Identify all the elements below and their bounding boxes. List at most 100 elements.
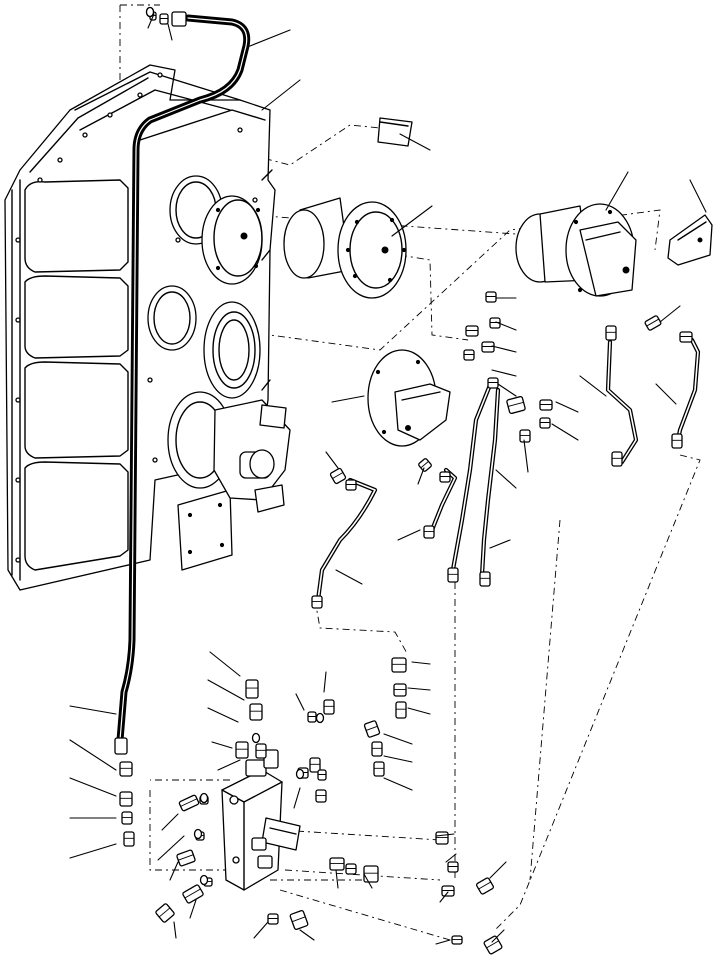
- fitting-28: [235, 741, 249, 759]
- callout-leader-14: [555, 401, 579, 413]
- callout-leader-36: [407, 707, 431, 715]
- callout-leader-18: [659, 305, 681, 323]
- callout-leader-28: [207, 679, 245, 701]
- fitting-9: [506, 395, 526, 415]
- callout-leader-43: [69, 777, 117, 797]
- fitting-23: [479, 571, 491, 587]
- o-ring-4: [295, 768, 305, 780]
- fitting-44: [121, 811, 133, 825]
- fitting-17: [345, 479, 357, 491]
- fitting-10: [519, 429, 531, 443]
- callout-leader-56: [489, 861, 507, 879]
- mid-flange-cover: [367, 349, 451, 447]
- fitting-12: [539, 417, 551, 429]
- fitting-55: [441, 885, 455, 897]
- fitting-11: [539, 399, 553, 411]
- callout-leader-20: [331, 395, 365, 403]
- callout-leader-5: [399, 133, 431, 151]
- fittings: [119, 6, 693, 955]
- fitting-46: [178, 794, 200, 812]
- fitting-39: [317, 769, 327, 781]
- fitting-51: [182, 884, 204, 904]
- fitting-63: [483, 935, 503, 955]
- fitting-13: [605, 325, 617, 341]
- fitting-52: [155, 903, 175, 923]
- fitting-29: [255, 743, 267, 759]
- fitting-34: [395, 701, 407, 719]
- o-ring-6: [193, 828, 203, 840]
- callout-leader-40: [293, 787, 301, 809]
- fitting-18: [418, 458, 432, 472]
- callout-leader-29: [207, 707, 239, 723]
- fitting-36: [371, 741, 383, 757]
- fitting-26: [245, 679, 259, 699]
- callout-leader-55: [439, 891, 449, 903]
- callout-leader-51: [253, 921, 269, 939]
- callout-leader-41: [69, 705, 117, 715]
- o-ring-7: [199, 874, 209, 886]
- callout-leader-21: [417, 467, 425, 485]
- callout-leader-48: [161, 813, 179, 831]
- callout-leaders: [69, 13, 707, 945]
- callout-leader-8: [391, 205, 433, 237]
- fitting-32: [391, 657, 407, 673]
- fitting-20: [423, 525, 435, 539]
- fitting-21: [311, 595, 323, 609]
- fitting-56: [476, 877, 494, 895]
- fitting-30: [323, 699, 335, 715]
- callout-leader-17: [655, 383, 677, 405]
- callout-leader-15: [551, 423, 579, 441]
- callout-leader-26: [335, 569, 363, 585]
- callout-leader-50: [173, 921, 177, 939]
- fitting-54: [447, 861, 459, 873]
- hydraulic-tubes: [315, 337, 701, 603]
- fitting-3: [485, 291, 497, 303]
- callout-leader-59: [363, 873, 373, 889]
- fitting-43: [119, 791, 133, 807]
- callout-leader-10: [495, 321, 517, 331]
- valve-block: [221, 749, 301, 891]
- o-ring-5: [199, 792, 209, 804]
- fitting-60: [267, 913, 279, 925]
- callout-leader-23: [495, 469, 517, 489]
- fitting-16: [329, 467, 347, 485]
- o-ring-3: [251, 732, 261, 744]
- callout-leader-19: [325, 451, 339, 469]
- fitting-59: [363, 865, 379, 883]
- fitting-57: [329, 857, 345, 871]
- callout-leader-30: [211, 741, 233, 749]
- callout-leader-24: [489, 539, 511, 549]
- callout-leader-37: [383, 733, 413, 745]
- input-flange-shaft: [283, 197, 407, 299]
- callout-leader-2: [167, 23, 173, 41]
- callout-leader-60: [335, 869, 339, 889]
- fitting-27: [249, 703, 263, 721]
- fitting-49: [176, 849, 196, 867]
- fitting-8: [487, 377, 499, 389]
- fitting-15: [679, 331, 693, 343]
- fitting-6: [481, 341, 495, 353]
- fitting-14: [644, 315, 662, 331]
- main-hose: [114, 11, 251, 755]
- callout-leader-33: [323, 671, 327, 693]
- callout-leader-31: [217, 759, 241, 771]
- fitting-4: [489, 317, 501, 329]
- fitting-37: [373, 761, 385, 777]
- fitting-53: [435, 831, 449, 845]
- fitting-22: [447, 567, 459, 583]
- callout-leader-54: [445, 853, 457, 863]
- callout-leader-4: [261, 79, 301, 111]
- fitting-24: [611, 451, 623, 467]
- o-ring-8: [145, 6, 155, 18]
- callout-leader-34: [411, 661, 431, 665]
- cover-plate: [377, 117, 413, 147]
- callout-leader-39: [383, 777, 413, 791]
- callout-leader-42: [69, 739, 117, 771]
- callout-leader-52: [299, 929, 315, 941]
- fitting-41: [315, 789, 327, 803]
- fitting-38: [309, 757, 321, 773]
- callout-leader-45: [69, 843, 117, 859]
- callout-leader-25: [523, 439, 529, 473]
- callout-leader-1: [147, 13, 155, 29]
